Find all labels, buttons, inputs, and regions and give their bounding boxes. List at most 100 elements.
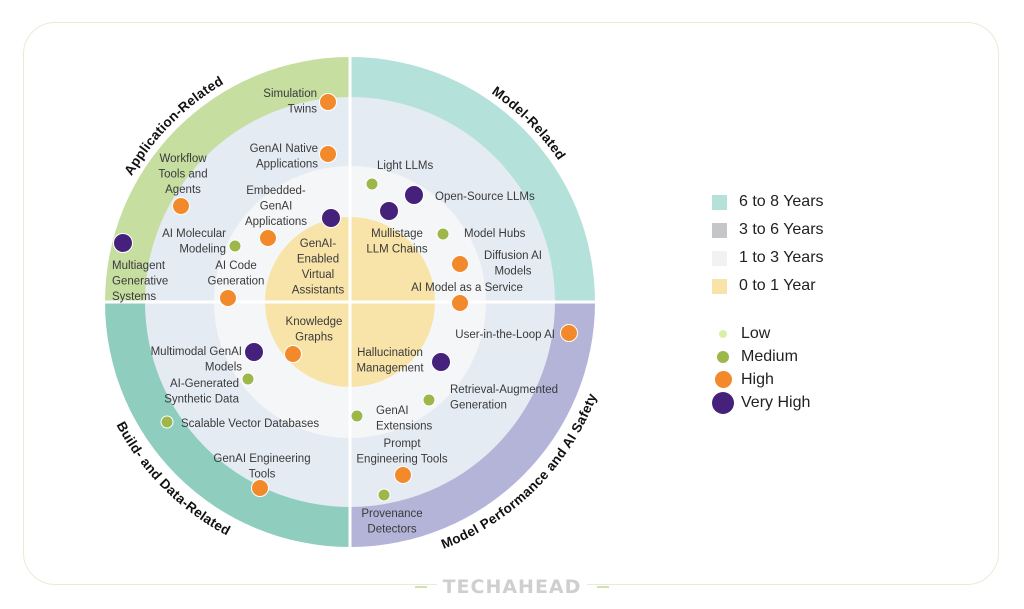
item-label-line: Engineering Tools — [356, 454, 447, 466]
legend-swatch — [712, 278, 727, 294]
legend-label: Very High — [741, 393, 811, 411]
impact-dot-very-high — [431, 352, 451, 372]
item-label-line: Agents — [165, 184, 201, 196]
impact-dot-medium — [377, 488, 391, 502]
legend-dot-icon — [712, 391, 734, 414]
item-label-line: Workflow — [159, 153, 207, 165]
radar-item: Light LLMs — [365, 160, 434, 191]
item-label-line: Mullistage — [371, 228, 423, 240]
radar-item: GenAI Extensions — [350, 405, 433, 433]
legend-horizon-item: 3 to 6 Years — [712, 216, 824, 244]
impact-dot-high — [560, 324, 578, 342]
impact-dot-high — [319, 145, 337, 163]
item-label-line: Twins — [288, 104, 318, 116]
item-label: Light LLMs — [377, 160, 434, 172]
impact-dot-very-high — [404, 185, 424, 205]
legend-dot-icon — [717, 350, 729, 363]
legend-label: High — [741, 370, 774, 388]
item-label-line: Tools and — [158, 169, 207, 181]
impact-dot-medium — [350, 409, 364, 423]
item-label-line: Multimodal GenAI — [151, 346, 242, 358]
impact-dot-medium — [422, 393, 436, 407]
item-label-line: Diffusion AI — [484, 250, 542, 262]
item-label-line: GenAI Native — [250, 143, 318, 155]
item-label-line: Applications — [256, 159, 318, 171]
brand-name: TECHAHEAD — [436, 576, 588, 598]
legend-horizon-item: 1 to 3 Years — [712, 244, 824, 272]
item-label-line: Models — [205, 362, 242, 374]
brand-logo: TECHAHEAD — [0, 576, 1024, 598]
item-label: AI Model as a Service — [411, 282, 523, 294]
radar-item: Model Hubs — [436, 227, 526, 241]
item-label-line: AI Code — [215, 260, 257, 272]
item-label-line: GenAI — [260, 201, 293, 213]
item-label: Multimodal GenAI Models — [151, 346, 243, 374]
legend-impact-item: High — [712, 368, 824, 391]
impact-dot-high — [451, 294, 469, 312]
item-label-line: Provenance — [361, 508, 422, 520]
impact-dot-high — [319, 93, 337, 111]
item-label-line: Systems — [112, 291, 156, 303]
legend-impact-item: Very High — [712, 391, 824, 414]
impact-dot-high — [251, 479, 269, 497]
item-label-line: GenAI — [376, 405, 409, 417]
impact-dot-medium — [365, 177, 379, 191]
impact-dot-very-high — [321, 208, 341, 228]
item-label-line: Simulation — [263, 88, 317, 100]
impact-dot-very-high — [379, 201, 399, 221]
quadrant-title-build-data: Build- and Data-Related — [114, 419, 233, 538]
impact-dot-high — [284, 345, 302, 363]
legend-swatch — [712, 194, 727, 210]
item-label-line: Extensions — [376, 421, 433, 433]
impact-dot-high — [451, 255, 469, 273]
item-label-line: Assistants — [292, 285, 345, 297]
legend-horizon-item: 6 to 8 Years — [712, 188, 824, 216]
radar-item: Open-Source LLMs — [404, 185, 535, 205]
legend-dot-icon — [719, 329, 727, 338]
item-label-line: Synthetic Data — [164, 394, 239, 406]
impact-dot-medium — [241, 372, 255, 386]
legend-label: 0 to 1 Year — [739, 277, 816, 294]
legend-swatch — [712, 222, 727, 238]
item-label-line: Light LLMs — [377, 160, 434, 172]
legend-label: Medium — [741, 347, 798, 365]
item-label-line: Generation — [208, 276, 265, 288]
impact-dot-very-high — [244, 342, 264, 362]
legend-label: 1 to 3 Years — [739, 249, 824, 266]
item-label-line: Applications — [245, 216, 307, 228]
radar-item: AI Model as a Service — [411, 282, 523, 312]
quadrant-title-application: Application-Related — [121, 73, 226, 178]
legend-impact-item: Medium — [712, 345, 824, 368]
item-label-line: Hallucination — [357, 347, 423, 359]
item-label: Model Hubs — [464, 228, 526, 240]
item-label-line: Modeling — [179, 244, 226, 256]
